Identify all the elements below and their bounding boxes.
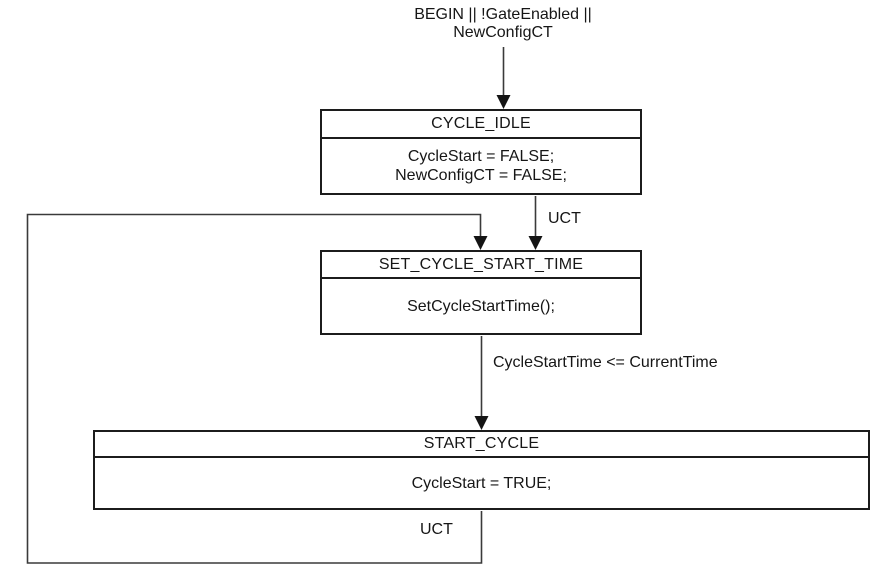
begin-transition-label: BEGIN || !GateEnabled || NewConfigCT [343, 6, 663, 42]
state-actions-cycle-idle: CycleStart = FALSE; NewConfigCT = FALSE; [322, 139, 640, 193]
loopback-arrowhead-icon [473, 236, 488, 250]
state-box-cycle-idle: CYCLE_IDLE CycleStart = FALSE; NewConfig… [320, 109, 642, 195]
state-box-set-cycle-start-time: SET_CYCLE_START_TIME SetCycleStartTime()… [320, 250, 642, 335]
begin-transition-label-line1: BEGIN || !GateEnabled || [414, 6, 592, 23]
state-name-set-cycle-start-time: SET_CYCLE_START_TIME [322, 252, 640, 279]
state-box-start-cycle: START_CYCLE CycleStart = TRUE; [93, 430, 870, 510]
state-actions-set-cycle-start-time: SetCycleStartTime(); [322, 279, 640, 333]
state-actions-start-cycle: CycleStart = TRUE; [95, 458, 868, 508]
state-name-cycle-idle: CYCLE_IDLE [322, 111, 640, 139]
state-action-line: NewConfigCT = FALSE; [395, 167, 567, 184]
begin-arrowhead-icon [496, 95, 511, 109]
state-action-line: CycleStart = FALSE; [407, 148, 555, 165]
loopback-transition-line [26, 213, 483, 564]
guard-transition-label: CycleStartTime <= CurrentTime [493, 354, 718, 371]
state-action-line: SetCycleStartTime(); [407, 297, 555, 315]
uct-transition-label-loopback: UCT [420, 521, 453, 538]
uct-transition-label-idle-to-set: UCT [548, 210, 581, 227]
begin-transition-label-line2: NewConfigCT [453, 24, 553, 41]
state-action-line: CycleStart = TRUE; [411, 474, 552, 492]
guard-arrowhead-icon [474, 416, 489, 430]
state-name-start-cycle: START_CYCLE [95, 432, 868, 458]
uct1-arrowhead-icon [528, 236, 543, 250]
